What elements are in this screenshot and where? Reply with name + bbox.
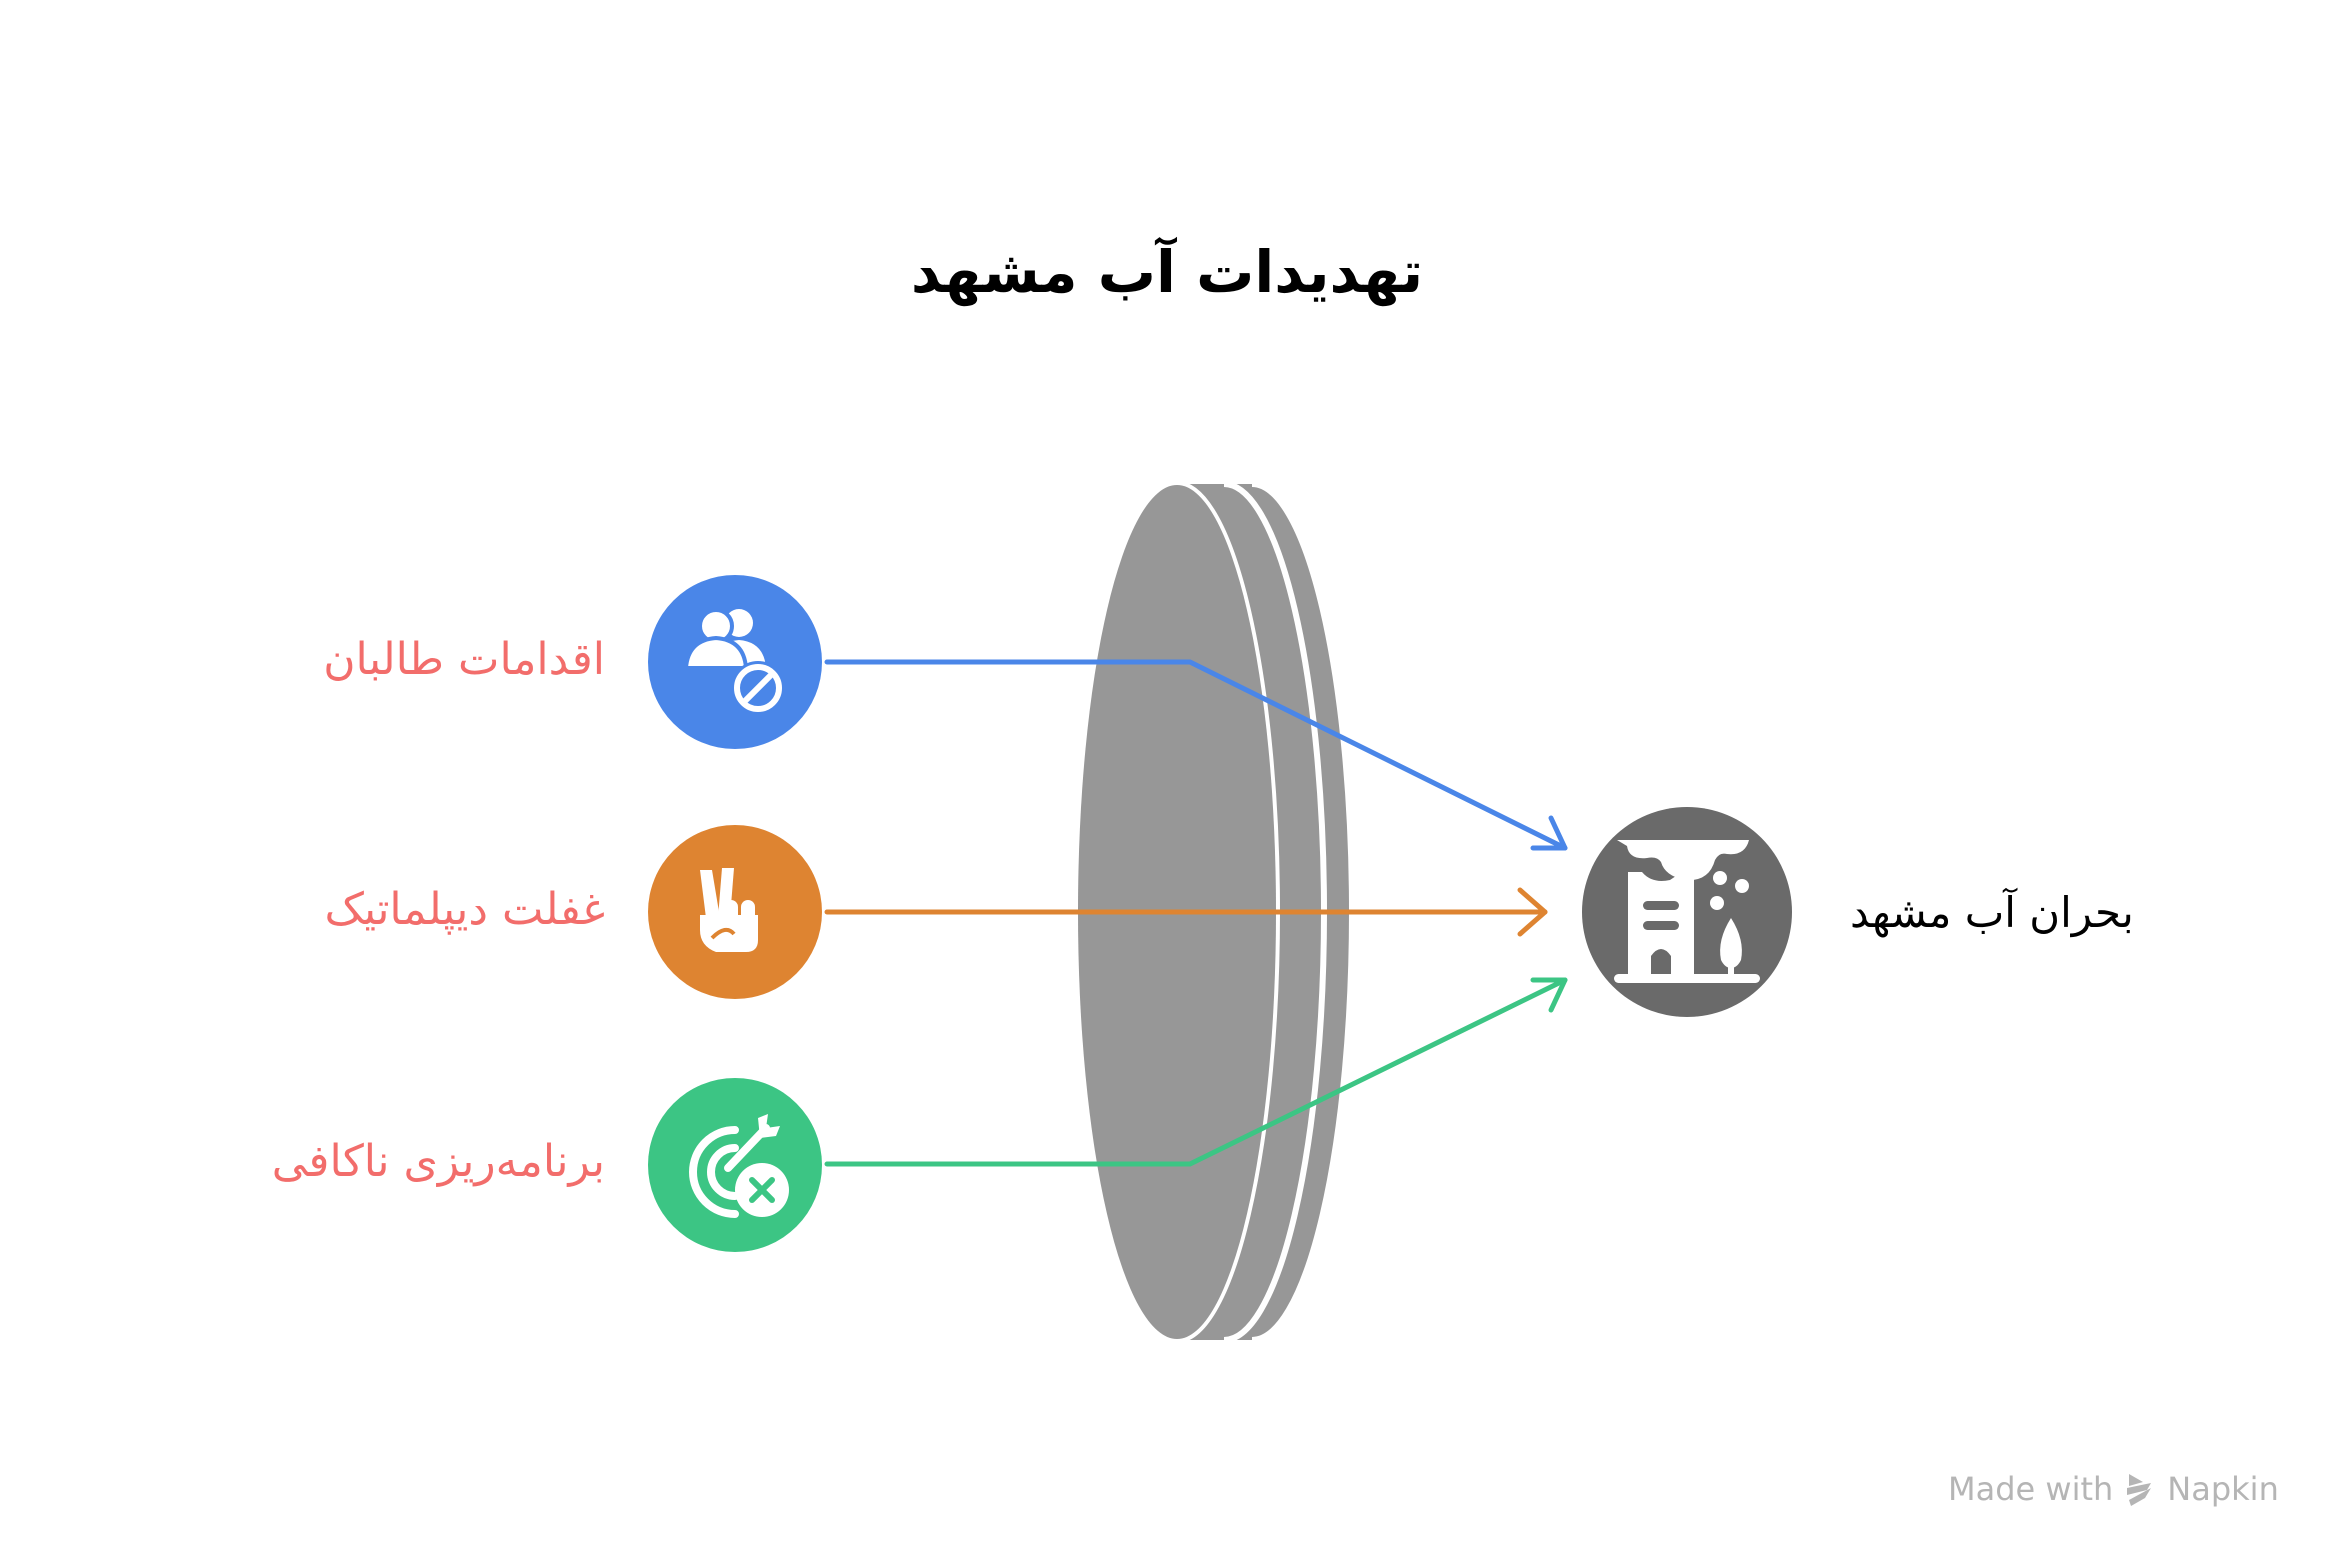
napkin-watermark: Made with Napkin: [1948, 1470, 2279, 1508]
connector-blue-arrow: [824, 659, 1568, 851]
cause-node-planning: [648, 1078, 822, 1252]
cause-label-diplomatic: غفلت دیپلماتیک: [324, 884, 605, 935]
watermark-brand: Napkin: [2167, 1470, 2279, 1508]
users-blocked-icon: [683, 608, 785, 715]
effect-node-water-crisis: [1582, 807, 1792, 1017]
napkin-logo-icon: [2127, 1474, 2152, 1506]
diagram-title: تهدیدات آب مشهد: [910, 238, 1424, 306]
cause-node-taliban: [648, 575, 822, 749]
city-building-icon: [1614, 840, 1760, 983]
cause-node-diplomatic: [648, 825, 822, 999]
peace-hand-icon: [700, 868, 758, 952]
watermark-prefix: Made with: [1948, 1470, 2114, 1508]
cause-label-taliban: اقدامات طالبان: [323, 634, 605, 685]
cause-label-planning: برنامه‌ریزی ناکافی: [271, 1136, 605, 1187]
connector-orange-arrow: [824, 887, 1548, 937]
effect-label: بحران آب مشهد: [1850, 888, 2134, 937]
lens-filter-shape: [1040, 470, 1355, 1360]
target-miss-icon: [689, 1114, 789, 1218]
connector-green-arrow: [824, 977, 1568, 1167]
